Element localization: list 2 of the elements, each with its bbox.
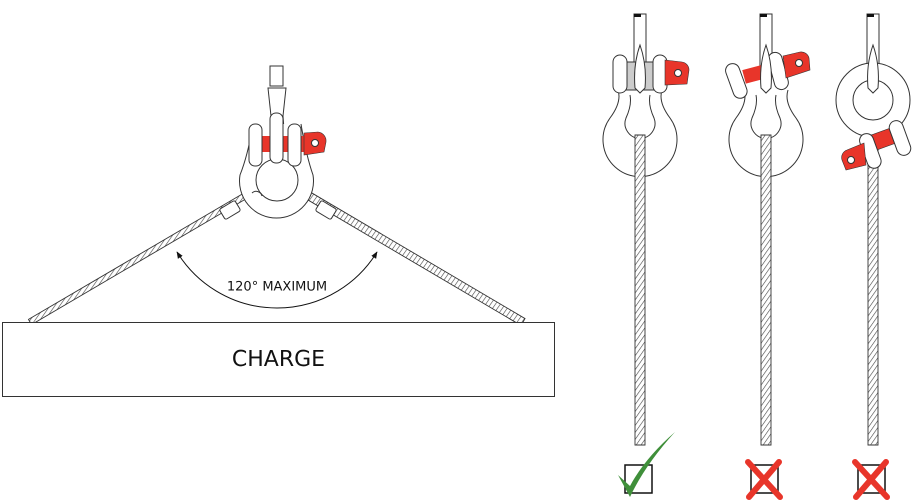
load-label: CHARGE [232,347,326,372]
load-box [2,322,555,397]
